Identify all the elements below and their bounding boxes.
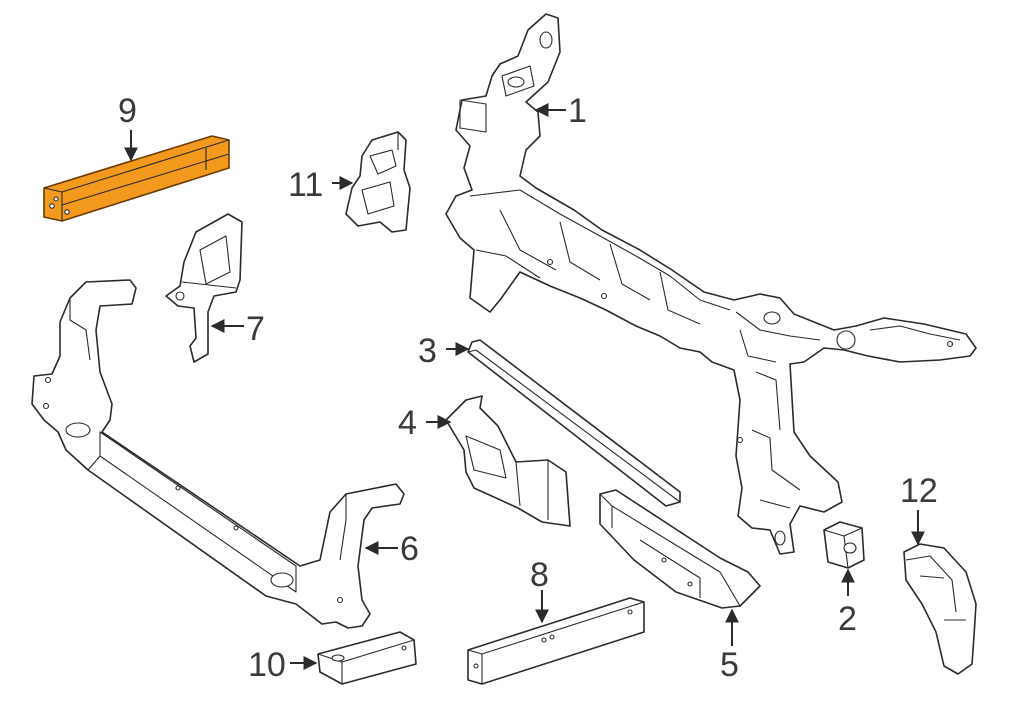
callout-7: 7	[246, 310, 265, 348]
part-11-bracket[interactable]	[345, 131, 411, 233]
callout-5: 5	[720, 646, 739, 684]
callout-labels: 9 11 1 7 3 4 6 12 2 8 5 10	[118, 92, 938, 684]
callout-9: 9	[118, 92, 137, 130]
part-8-bar[interactable]	[467, 597, 645, 685]
callout-6: 6	[400, 530, 419, 568]
part-7-bracket[interactable]	[165, 213, 243, 363]
part-12-bracket[interactable]	[903, 543, 977, 675]
callout-8: 8	[530, 556, 549, 594]
callout-2: 2	[838, 600, 857, 638]
part-6-lower-crossmember[interactable]	[31, 279, 405, 629]
callout-12: 12	[900, 472, 938, 510]
part-2-block[interactable]	[823, 521, 865, 569]
part-9-upper-crossmember[interactable]	[43, 135, 230, 222]
callout-11: 11	[288, 166, 323, 204]
callout-1: 1	[568, 92, 587, 130]
part-5-bracket[interactable]	[599, 489, 761, 609]
leader-lines	[124, 103, 925, 670]
callout-10: 10	[248, 646, 286, 684]
callout-3: 3	[418, 332, 437, 370]
callout-4: 4	[398, 404, 417, 442]
part-4-bracket[interactable]	[445, 395, 571, 527]
part-1-radiator-support[interactable]	[445, 13, 977, 555]
part-10-plate[interactable]	[317, 631, 417, 685]
